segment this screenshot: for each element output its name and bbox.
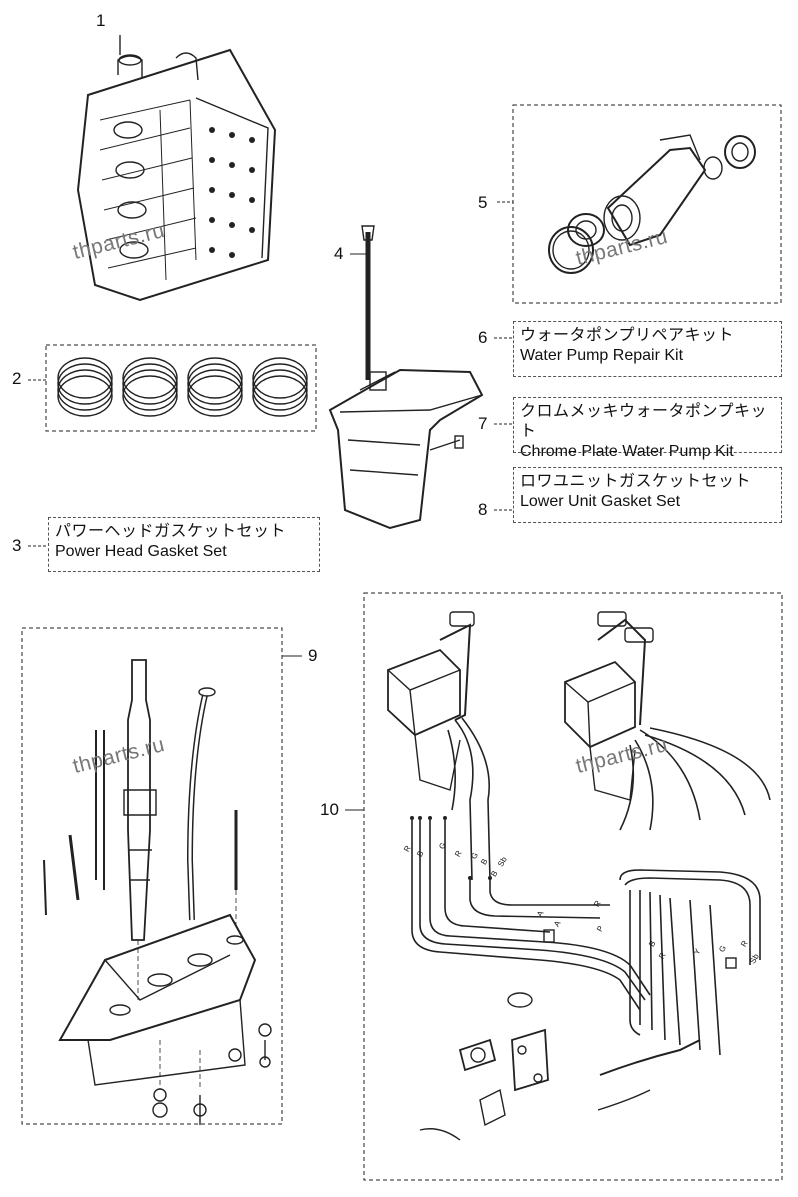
callout-7: 7 [478, 414, 488, 433]
callout-4: 4 [334, 244, 344, 263]
remote-control-kit-box [363, 592, 783, 1181]
callout-5: 5 [478, 193, 488, 212]
midsection-kit-box [21, 627, 283, 1125]
callout-6: 6 [478, 328, 488, 347]
kit-label-chrome-plate-water-pump-kit: クロムメッキウォータポンプキット Chrome Plate Water Pump… [513, 397, 782, 460]
water-pump-parts [548, 134, 756, 274]
kit-label-lower-unit-gasket-set: ロワユニットガスケットセット Lower Unit Gasket Set [513, 467, 782, 523]
kit-label-en: Water Pump Repair Kit [520, 347, 684, 364]
water-pump-kit-box [512, 104, 782, 304]
power-head-block [76, 35, 277, 302]
kit-label-jp: パワーヘッドガスケットセット [55, 523, 287, 540]
callout-9: 9 [308, 646, 318, 665]
callout-8: 8 [478, 500, 488, 519]
remote-controls [387, 611, 771, 1141]
kit-label-jp: ウォータポンプリペアキット [520, 327, 735, 344]
kit-label-power-head-gasket-set: パワーヘッドガスケットセット Power Head Gasket Set [48, 517, 320, 572]
lower-unit [328, 225, 484, 530]
callout-10: 10 [320, 800, 339, 819]
kit-label-en: Power Head Gasket Set [55, 543, 227, 560]
midsection-parts [43, 659, 272, 1125]
kit-label-jp: クロムメッキウォータポンプキット [520, 403, 768, 440]
callout-1: 1 [96, 11, 106, 30]
kit-label-water-pump-repair-kit: ウォータポンプリペアキット Water Pump Repair Kit [513, 321, 782, 377]
wire-code-glyphs [410, 816, 492, 880]
callout-3: 3 [12, 536, 22, 555]
rings-kit-box [45, 344, 317, 432]
piston-rings [57, 357, 308, 417]
kit-label-jp: ロワユニットガスケットセット [520, 473, 752, 490]
kit-label-en: Lower Unit Gasket Set [520, 493, 681, 510]
kit-label-en: Chrome Plate Water Pump Kit [520, 443, 734, 460]
callout-2: 2 [12, 369, 22, 388]
